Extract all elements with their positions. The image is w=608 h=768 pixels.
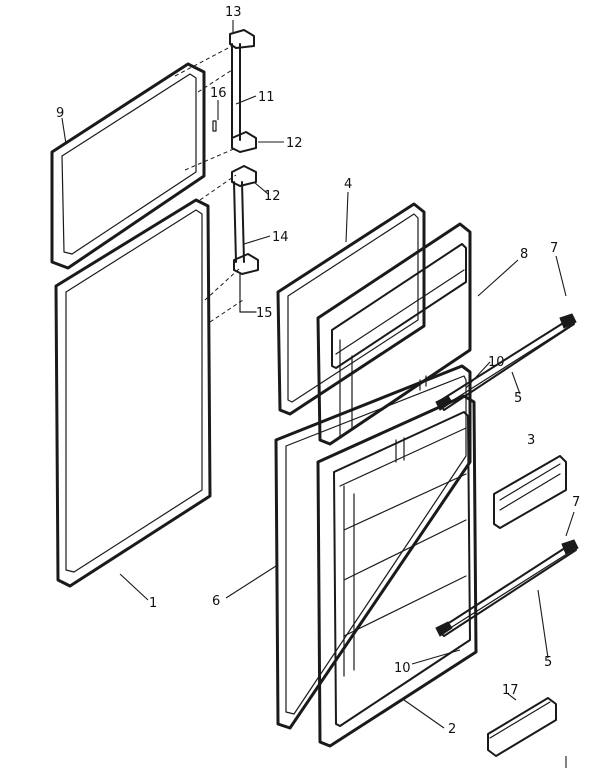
callout-7-upper: 7 — [550, 241, 558, 256]
callout-10-lower: 10 — [394, 661, 411, 676]
lower-door-shelf-bar — [435, 539, 579, 637]
callout-5-upper: 5 — [514, 391, 522, 406]
callout-1: 1 — [149, 596, 157, 611]
callout-7-lower: 7 — [572, 495, 580, 510]
alignment-lines — [174, 45, 244, 323]
lower-door-gasket — [54, 198, 212, 588]
callout-16: 16 — [210, 86, 227, 101]
callout-5-lower: 5 — [544, 655, 552, 670]
door-bin — [487, 697, 557, 757]
callout-labels: 13 16 11 9 12 12 4 14 8 7 15 10 5 3 7 1 … — [56, 5, 580, 737]
dairy-compartment-door — [493, 455, 567, 529]
callout-12-middle: 12 — [264, 189, 281, 204]
callout-3: 3 — [527, 433, 535, 448]
callout-2: 2 — [448, 722, 456, 737]
fresh-food-door-gasket — [274, 364, 472, 730]
callout-10-upper: 10 — [488, 355, 505, 370]
upper-door-gasket — [50, 62, 206, 270]
callout-8: 8 — [520, 247, 528, 262]
freezer-door-liner — [316, 222, 472, 446]
leader-lines — [61, 20, 575, 729]
callout-11: 11 — [258, 90, 275, 105]
freezer-door-gasket — [276, 202, 426, 416]
callout-4: 4 — [344, 177, 352, 192]
upper-door-shelf-bar — [435, 313, 577, 411]
middle-hinge-assembly — [231, 165, 259, 313]
upper-hinge-assembly — [212, 29, 257, 153]
callout-15: 15 — [256, 306, 273, 321]
callout-13: 13 — [225, 5, 242, 20]
callout-9: 9 — [56, 106, 64, 121]
callout-17: 17 — [502, 683, 519, 698]
callout-6: 6 — [212, 594, 220, 609]
callout-14: 14 — [272, 230, 289, 245]
callout-12-upper: 12 — [286, 136, 303, 151]
